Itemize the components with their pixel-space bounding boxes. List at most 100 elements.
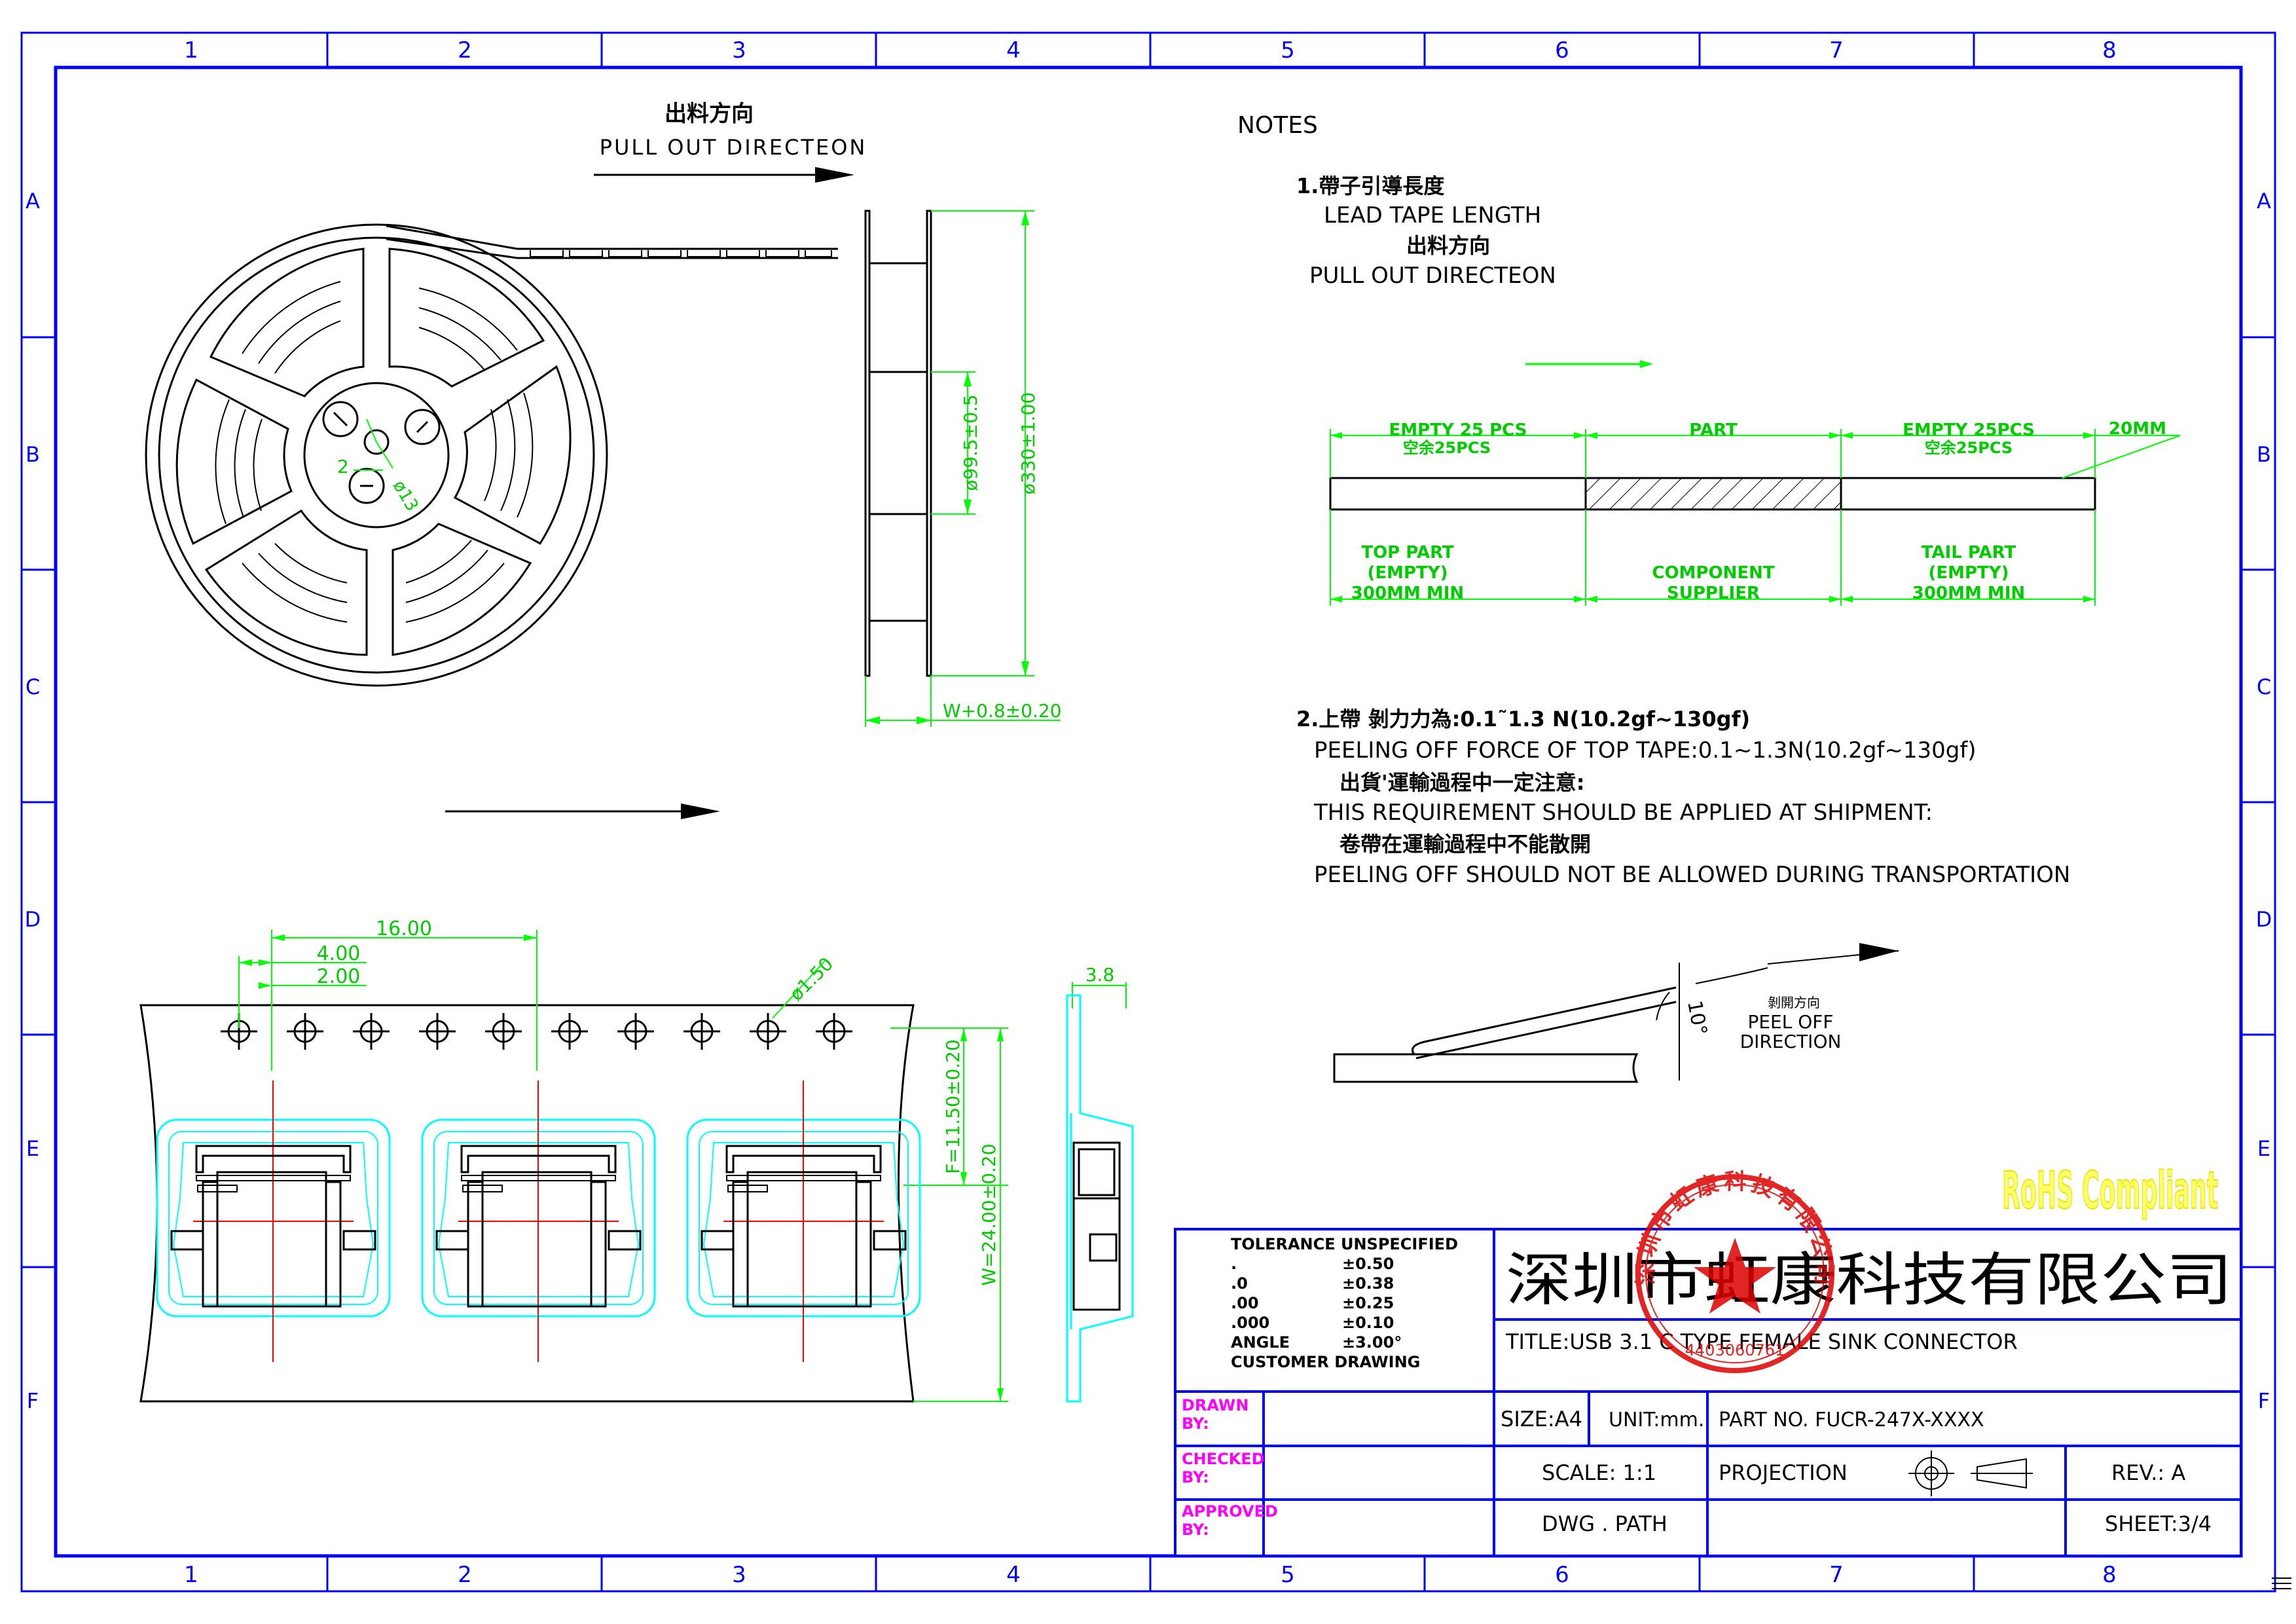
tail-part-2: (EMPTY) [1928, 563, 2009, 583]
note2-trans-en: PEELING OFF SHOULD NOT BE ALLOWED DURING… [1314, 862, 2070, 888]
zone-column-labels: 1 2 3 4 5 6 7 8 1 2 3 4 5 6 7 8 [184, 37, 2117, 1588]
sprocket-hole [353, 1013, 390, 1050]
reel-front-view: 出料方向 PULL OUT DIRECTEON [145, 101, 867, 687]
notes: NOTES 1.帶子引導長度 LEAD TAPE LENGTH 出料方向 PUL… [1237, 112, 2070, 888]
empty-tail-label: EMPTY 25PCS [1903, 420, 2035, 440]
note2-cn: 2.上帶 剝力力為:0.1˜1.3 N(10.2gf~130gf) [1296, 707, 1750, 731]
zone-col-3-top: 3 [732, 37, 746, 64]
note1-cn: 1.帶子引導長度 [1296, 174, 1444, 198]
sprocket-holes [221, 1013, 852, 1050]
f-dim: F=11.50±0.20 [942, 1039, 964, 1174]
pockets [156, 1080, 921, 1362]
sprocket-hole [683, 1013, 720, 1050]
feed-direction-arrow [445, 803, 720, 819]
note2-trans-cn: 卷帶在運輸過程中不能散開 [1339, 832, 1591, 857]
component-1: COMPONENT [1652, 563, 1774, 583]
drawn-label: DRAWN [1182, 1396, 1248, 1414]
top-part-2: (EMPTY) [1367, 563, 1448, 583]
tape-layout: EMPTY 25 PCS 空余25PCS PART EMPTY 25PCS 空余… [1329, 419, 2181, 606]
tol-value-1: ±0.38 [1342, 1274, 1394, 1293]
sprocket-hole [287, 1013, 323, 1050]
sprocket-hole [551, 1013, 588, 1050]
note2-ship-cn: 出貨'運輸過程中一定注意: [1339, 770, 1585, 795]
zone-row-e-left: E [26, 1136, 39, 1161]
peel-label-cn: 剝開方向 [1768, 995, 1820, 1010]
zone-row-labels: A B C D E F A B C D E F [25, 189, 2272, 1413]
zone-col-7-top: 7 [1829, 37, 1844, 64]
tol-label-1: .0 [1231, 1274, 1248, 1293]
p2-dim: 2.00 [317, 965, 361, 988]
zone-col-1-top: 1 [184, 37, 198, 64]
empty-head-cn: 空余25PCS [1403, 439, 1491, 457]
top-part-3: 300MM MIN [1351, 583, 1464, 603]
note1-dir-cn: 出料方向 [1406, 233, 1490, 258]
dwg-path: DWG . PATH [1542, 1511, 1667, 1536]
sprocket-hole [419, 1013, 456, 1050]
rohs-label: RoHS Compliant [2002, 1162, 2218, 1221]
zone-col-7-bottom: 7 [1829, 1562, 1844, 1588]
projection-label: PROJECTION [1719, 1460, 1848, 1485]
checked-label: CHECKED [1182, 1450, 1265, 1468]
approved-label: APPROVED [1182, 1502, 1278, 1521]
sprocket-hole [485, 1013, 522, 1050]
customer-drawing: CUSTOMER DRAWING [1231, 1353, 1420, 1371]
zone-row-f-left: F [27, 1388, 39, 1413]
zone-row-b-left: B [26, 442, 40, 467]
hub-diameter-dim: ø99.5±0.5 [960, 394, 981, 490]
tail-part-1: TAIL PART [1922, 543, 2016, 563]
checked-by: BY: [1182, 1468, 1209, 1486]
zone-row-c-right: C [2257, 674, 2271, 699]
sprocket-hole [750, 1013, 786, 1050]
note1-en: LEAD TAPE LENGTH [1324, 202, 1541, 229]
tol-value-0: ±0.50 [1342, 1255, 1394, 1273]
zone-col-3-bottom: 3 [732, 1562, 746, 1588]
zone-col-8-bottom: 8 [2102, 1562, 2117, 1588]
projection-symbol-icon [1908, 1450, 2033, 1496]
zone-row-d-left: D [25, 907, 41, 932]
zone-row-b-right: B [2257, 442, 2271, 467]
tol-value-3: ±0.10 [1342, 1314, 1394, 1332]
hub-dim-13: ø13 [389, 477, 422, 515]
empty-tail-cn: 空余25PCS [1925, 439, 2013, 457]
drawing-title: TITLE:USB 3.1 C TYPE FEMALE SINK CONNECT… [1505, 1329, 2018, 1354]
zone-col-6-top: 6 [1555, 37, 1569, 64]
green-direction-arrow [1525, 360, 1653, 368]
zone-row-f-right: F [2258, 1388, 2270, 1413]
zone-col-8-top: 8 [2102, 37, 2117, 64]
drawn-by: BY: [1182, 1414, 1209, 1433]
component-pocket [156, 1080, 391, 1362]
zone-col-4-top: 4 [1006, 37, 1021, 64]
title-block: TOLERANCE UNSPECIFIED . ±0.50 .0 ±0.38 .… [1174, 1228, 2242, 1557]
tol-label-3: .000 [1231, 1314, 1269, 1332]
tolerance-title: TOLERANCE UNSPECIFIED [1231, 1235, 1458, 1253]
size-value: SIZE:A4 [1501, 1407, 1582, 1431]
corner-mark [2272, 1578, 2291, 1589]
note2-en: PEELING OFF FORCE OF TOP TAPE:0.1~1.3N(1… [1314, 737, 1977, 764]
peel-label-en-2: DIRECTION [1740, 1031, 1842, 1052]
hub-dim-2: 2 [337, 456, 349, 477]
part-label: PART [1689, 420, 1738, 440]
zone-row-d-right: D [2256, 907, 2272, 932]
approved-by: BY: [1182, 1521, 1209, 1539]
unit-value: UNIT:mm. [1609, 1409, 1704, 1431]
reel-direction-en: PULL OUT DIRECTEON [600, 135, 867, 160]
reel-direction-cn: 出料方向 [665, 101, 754, 127]
peel-arrow-head [1859, 943, 1899, 961]
pitch-dim: 16.00 [376, 917, 432, 940]
notes-heading: NOTES [1237, 112, 1318, 139]
zone-row-a-right: A [2257, 189, 2271, 213]
top-part-1: TOP PART [1361, 543, 1454, 563]
drawing-frame [20, 31, 2276, 1593]
sheet-value: SHEET:3/4 [2105, 1511, 2212, 1536]
zone-col-5-top: 5 [1281, 37, 1295, 64]
reel-side-view: ø99.5±0.5 ø330±1.00 W+0.8±0.20 [864, 210, 1061, 727]
leader-label: 20MM [2109, 419, 2166, 439]
tol-label-4: ANGLE [1231, 1333, 1290, 1352]
zone-col-1-bottom: 1 [184, 1562, 198, 1588]
zone-row-a-left: A [26, 189, 40, 213]
component-pocket [421, 1080, 656, 1362]
w-dim: W=24.00±0.20 [978, 1143, 1000, 1285]
company-name: 深圳市虹康科技有限公司 [1506, 1246, 2232, 1314]
zone-col-2-bottom: 2 [458, 1562, 472, 1588]
